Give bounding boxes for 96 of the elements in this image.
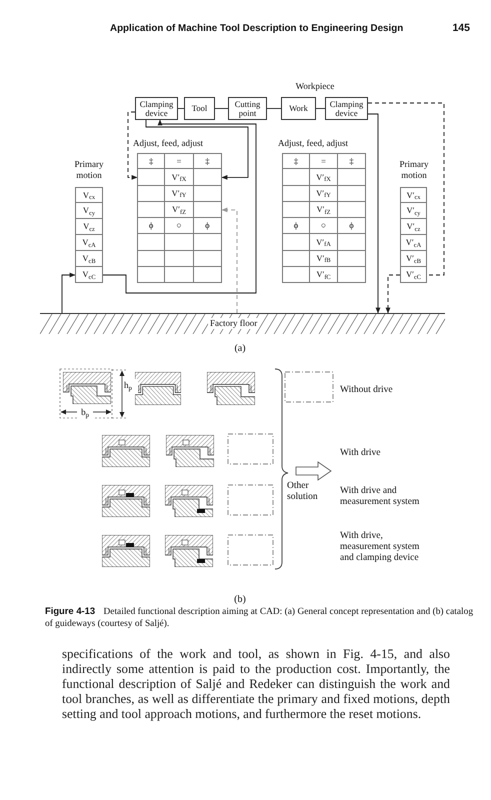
table-cell: ‡ — [137, 153, 166, 170]
table-cell: V′$_{cC}$ — [400, 267, 427, 283]
arrow — [221, 208, 238, 314]
table-cell — [282, 266, 310, 283]
table-cell — [194, 186, 222, 202]
arrow — [102, 119, 256, 294]
arrow — [386, 274, 400, 314]
option-label: Other solution — [287, 481, 319, 503]
table-cell: ○ — [310, 218, 338, 234]
option-label: Without drive — [340, 384, 394, 397]
table-cell: ‡ — [194, 153, 222, 170]
table-cell — [282, 250, 310, 267]
table-cell — [282, 186, 310, 202]
table-cell: V′$_{fX}$ — [165, 169, 194, 186]
table-cell: V$_{cx}$ — [75, 187, 103, 203]
table-cell: V′$_{fC}$ — [310, 266, 338, 283]
option-label: With drive — [340, 447, 382, 460]
table-cell: V′$_{fA}$ — [310, 234, 338, 250]
table-heading: Adjust, feed, adjust — [278, 137, 348, 150]
connector-line — [178, 108, 184, 109]
table-heading: Adjust, feed, adjust — [133, 137, 203, 150]
table-cell: ϕ — [282, 218, 310, 234]
table-cell — [282, 169, 310, 186]
group-heading: Workpiece — [294, 80, 336, 93]
panel-label: (a) — [233, 342, 247, 356]
table-cell — [137, 169, 166, 186]
connector-line — [316, 108, 326, 109]
table-cell: V′$_{fX}$ — [310, 169, 338, 186]
table-cell: V′$_{cB}$ — [400, 251, 427, 267]
component-box: Work — [281, 97, 316, 120]
option-label: With drive and measurement system — [340, 486, 420, 508]
arrow — [368, 114, 380, 314]
table-cell: ϕ — [338, 218, 366, 234]
table-cell: V$_{cB}$ — [75, 251, 103, 267]
table-cell: V′$_{cx}$ — [400, 187, 427, 203]
connector-line — [368, 102, 444, 276]
table-cell: V′$_{fY}$ — [310, 186, 338, 202]
figure-caption: Figure 4-13 Detailed functional description aiming at CAD: (a) General concept representation and (b) catalog of guideways (courtesy of Saljé). — [45, 605, 473, 630]
table-cell — [282, 234, 310, 250]
arrow — [62, 272, 76, 314]
table-cell: V$_{cy}$ — [75, 203, 103, 219]
table-cell — [194, 169, 222, 186]
table-cell: V′$_{cy}$ — [400, 203, 427, 219]
running-header: Application of Machine Tool Description to Engineering Design — [110, 22, 404, 36]
component-box: Tool — [184, 97, 215, 120]
table-cell: = — [310, 153, 338, 170]
table-cell: V$_{cC}$ — [75, 267, 103, 283]
table-cell: V′$_{cz}$ — [400, 219, 427, 235]
table-cell: ‡ — [338, 153, 366, 170]
dimension-label: h$_{p}$ — [124, 379, 138, 392]
table-cell: ○ — [165, 218, 194, 234]
table-cell — [194, 234, 222, 250]
table-cell — [194, 202, 222, 218]
component-box: Clamping device — [135, 97, 178, 120]
connector-line — [214, 108, 228, 109]
column-heading: Primary motion — [398, 159, 430, 181]
table-cell — [137, 234, 166, 250]
table-cell: = — [165, 153, 194, 170]
table-cell — [137, 250, 166, 267]
component-box: Clamping device — [325, 97, 368, 120]
table-cell — [338, 202, 366, 218]
table-cell — [165, 266, 194, 283]
table-cell — [165, 234, 194, 250]
arrow — [128, 112, 138, 180]
table-cell: V′$_{fZ}$ — [165, 202, 194, 218]
arrow — [146, 120, 248, 180]
table-cell: ϕ — [194, 218, 222, 234]
table-cell: V′$_{fZ}$ — [310, 202, 338, 218]
page-number: 145 — [451, 21, 470, 36]
table-cell — [338, 250, 366, 267]
table-cell — [194, 266, 222, 283]
component-box: Cutting point — [228, 97, 267, 120]
table-cell: V′$_{fY}$ — [165, 186, 194, 202]
table-cell — [137, 186, 166, 202]
dimension-label: b$_{p}$ — [77, 406, 93, 420]
option-label: With drive, measurement system and clamping device — [340, 531, 420, 564]
table-cell — [194, 250, 222, 267]
table-cell — [338, 266, 366, 283]
column-heading: Primary motion — [74, 159, 104, 181]
body-paragraph: specifications of the work and tool, as shown in Fig. 4-15, and also indirectly some attention is paid to the production cost. Importantly, the functional description of Saljé and Redeker can distinguish the work and tool branches, as well as differentiate the primary and fixed motions, depth setting and tool approach motions, and furthermore the reset motions. — [62, 647, 450, 722]
table-cell — [338, 169, 366, 186]
floor-label: Factory floor — [208, 318, 260, 329]
table-cell: V′$_{fB}$ — [310, 250, 338, 267]
table-cell — [137, 266, 166, 283]
table-cell — [165, 250, 194, 267]
table-cell: V′$_{cA}$ — [400, 235, 427, 251]
table-cell: V$_{cA}$ — [75, 235, 103, 251]
table-cell — [137, 202, 166, 218]
table-cell: ‡ — [282, 153, 310, 170]
table-cell — [282, 202, 310, 218]
table-cell — [338, 234, 366, 250]
table-cell: V$_{cz}$ — [75, 219, 103, 235]
panel-label: (b) — [233, 593, 247, 607]
table-cell: ϕ — [137, 218, 166, 234]
connector-line — [266, 108, 282, 109]
table-cell — [338, 186, 366, 202]
